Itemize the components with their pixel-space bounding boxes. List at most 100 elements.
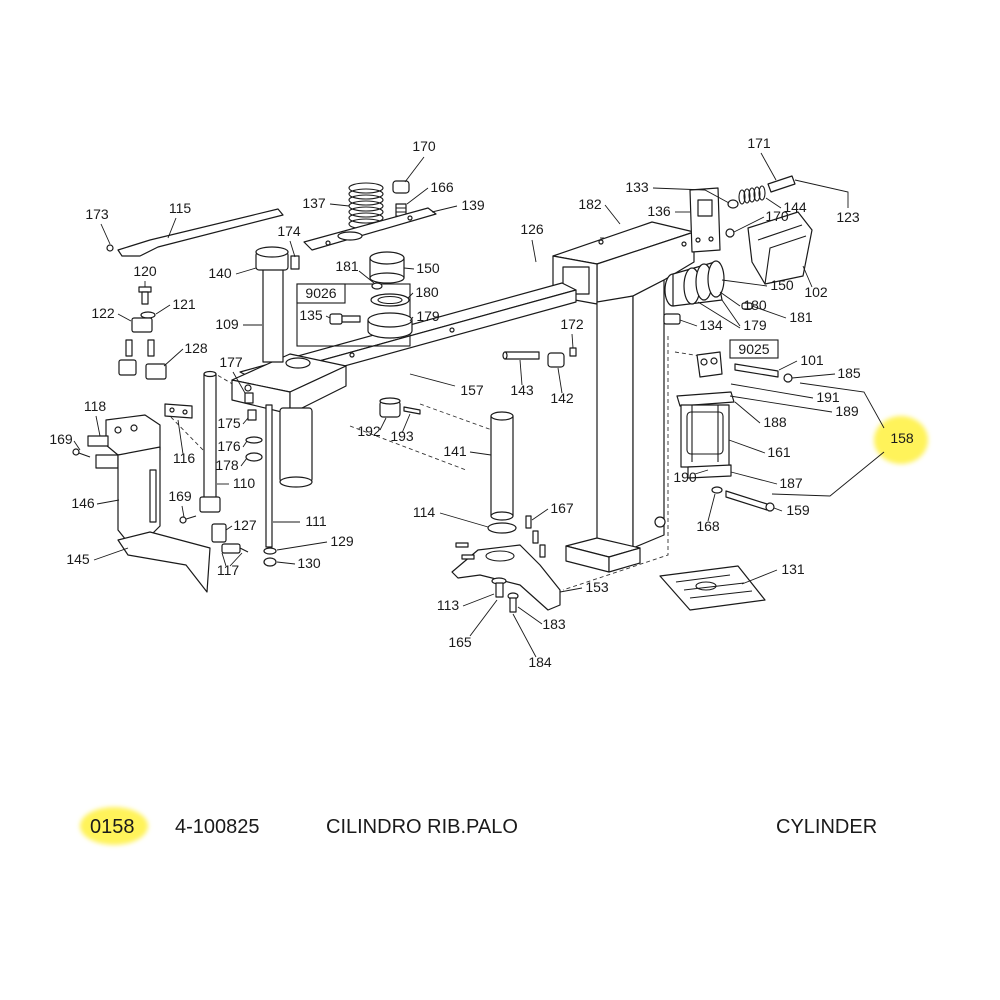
callout-123: 123	[836, 209, 860, 225]
callout-139: 139	[461, 197, 485, 213]
callout-130: 130	[297, 555, 321, 571]
part-column-182	[552, 221, 695, 573]
part-fittings-127-117	[211, 523, 249, 554]
part-washer-114	[487, 522, 517, 534]
callout-122: 122	[91, 305, 115, 321]
callout-102: 102	[804, 284, 828, 300]
part-pins-172-143-142	[502, 347, 577, 368]
caption-part-code: 4-100825	[175, 816, 260, 838]
callout-185: 185	[837, 365, 861, 381]
part-mount-190	[687, 464, 732, 479]
callout-191: 191	[816, 389, 840, 405]
callout-141: 141	[443, 443, 467, 459]
part-plate-139	[303, 207, 437, 251]
callout-113: 113	[437, 597, 460, 613]
part-screws-169	[72, 448, 197, 524]
callout-114: 114	[413, 504, 436, 520]
callout-170: 170	[412, 138, 436, 154]
callout-111: 111	[305, 513, 326, 529]
callout-118: 118	[84, 398, 107, 414]
callout-133: 133	[625, 179, 649, 195]
part-screw-177	[244, 392, 254, 404]
callout-179: 179	[416, 308, 440, 324]
part-rod-141	[487, 411, 517, 534]
callout-193: 193	[390, 428, 414, 444]
part-bracket-136	[689, 187, 739, 253]
part-fittings-128	[118, 339, 167, 380]
part-cylinder-109	[255, 246, 313, 488]
part-plate-116	[164, 403, 193, 419]
callout-137: 137	[302, 195, 326, 211]
part-pin-181	[371, 282, 383, 290]
part-fitting-135	[329, 313, 343, 325]
callout-129: 129	[330, 533, 354, 549]
callout-173: 173	[85, 206, 109, 222]
part-base-153	[451, 515, 561, 613]
assembly-ref-9025-label: 9025	[738, 341, 769, 357]
assembly-ref-9026-label: 9026	[305, 285, 336, 301]
callout-180-right: 180	[743, 297, 767, 313]
callout-174: 174	[277, 223, 301, 239]
part-nut-130	[263, 557, 277, 567]
callout-178: 178	[215, 457, 239, 473]
callout-131: 131	[781, 561, 805, 577]
callout-182: 182	[578, 196, 602, 212]
part-washers-175-176-178	[244, 392, 263, 462]
callout-165: 165	[448, 634, 472, 650]
callout-170-right: 170	[765, 208, 789, 224]
callout-184: 184	[528, 654, 552, 670]
callout-169-middle: 169	[168, 488, 192, 504]
part-clip-185	[783, 373, 793, 383]
part-nut-170	[392, 180, 410, 194]
part-bracket-146	[87, 414, 211, 593]
callout-183: 183	[542, 616, 566, 632]
caption-item-number: 0158	[90, 816, 135, 838]
assembly-ref-9025	[729, 339, 779, 359]
callout-189: 189	[835, 403, 859, 419]
callout-136: 136	[647, 203, 671, 219]
part-hood-102	[747, 211, 813, 285]
part-roller-192	[379, 397, 421, 418]
callout-142: 142	[550, 390, 574, 406]
callout-161: 161	[767, 444, 791, 460]
callout-120: 120	[133, 263, 157, 279]
callout-116: 116	[173, 450, 196, 466]
callout-177: 177	[219, 354, 243, 370]
callout-169-left: 169	[49, 431, 73, 447]
part-rod-110	[199, 370, 221, 513]
callout-172: 172	[560, 316, 584, 332]
callout-187: 187	[779, 475, 803, 491]
highlight-caption-item	[80, 807, 148, 845]
part-screw-173	[106, 244, 114, 252]
part-bolt-193	[403, 406, 421, 415]
callout-115: 115	[169, 200, 192, 216]
caption-description-it: CILINDRO RIB.PALO	[326, 816, 518, 838]
caption-description-en: CYLINDER	[776, 816, 877, 838]
callout-166: 166	[430, 179, 454, 195]
part-washer-129	[263, 547, 277, 555]
callout-158-highlighted: 158	[890, 430, 914, 446]
part-nut-170-right	[725, 228, 735, 238]
callout-121: 121	[172, 296, 196, 312]
callout-126: 126	[520, 221, 544, 237]
part-ring-180	[370, 293, 410, 307]
callout-167: 167	[550, 500, 574, 516]
part-screw-174	[290, 255, 300, 270]
part-foot-145	[117, 531, 211, 593]
callout-190: 190	[673, 469, 697, 485]
part-cap-140	[255, 246, 289, 258]
part-lever-115	[106, 208, 284, 257]
callout-144: 144	[783, 199, 807, 215]
assembly-group-9026	[296, 282, 413, 347]
part-gasket-set-131	[659, 565, 766, 611]
callout-180: 180	[415, 284, 439, 300]
callout-171: 171	[747, 135, 771, 151]
part-bolt-159	[725, 490, 768, 511]
part-washer-168	[711, 486, 723, 494]
callout-109: 109	[215, 316, 239, 332]
callout-110: 110	[233, 475, 256, 491]
part-clevis-188	[696, 351, 723, 378]
callout-150-right: 150	[770, 277, 794, 293]
callout-117: 117	[217, 562, 240, 578]
